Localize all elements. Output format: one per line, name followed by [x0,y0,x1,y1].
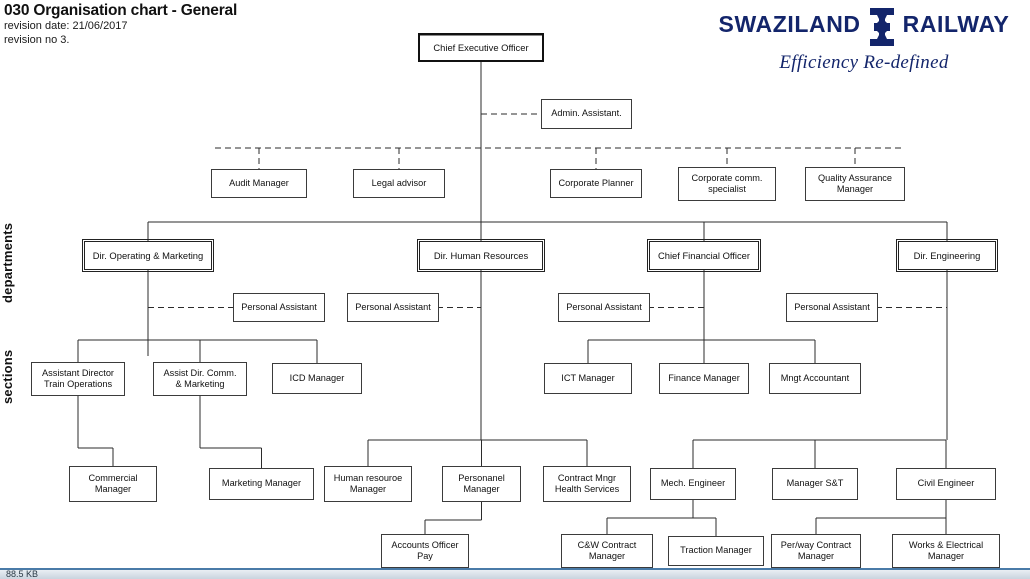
org-node-pa-hr[interactable]: Personal Assistant [347,293,439,322]
org-node-traction[interactable]: Traction Manager [668,536,764,566]
axis-label-sections: sections [0,349,15,405]
org-node-legal[interactable]: Legal advisor [353,169,445,198]
logo-word-right: RAILWAY [902,11,1010,37]
org-node-pa-fin[interactable]: Personal Assistant [558,293,650,322]
org-node-dir-om[interactable]: Dir. Operating & Marketing [82,239,214,272]
org-node-dir-hr[interactable]: Dir. Human Resources [417,239,545,272]
org-node-cfo[interactable]: Chief Financial Officer [647,239,761,272]
org-node-asst-comm[interactable]: Assist Dir. Comm. & Marketing [153,362,247,396]
org-node-personnel[interactable]: Personanel Manager [442,466,521,502]
org-node-asst-train[interactable]: Assistant Director Train Operations [31,362,125,396]
org-node-audit[interactable]: Audit Manager [211,169,307,198]
org-node-dir-eng[interactable]: Dir. Engineering [896,239,998,272]
page-title: 030 Organisation chart - General [4,2,238,19]
org-node-acc-pay[interactable]: Accounts Officer Pay [381,534,469,568]
org-node-hrm[interactable]: Human resouroe Manager [324,466,412,502]
logo-wordmark: SWAZILAND RAILWAY [704,3,1024,48]
org-node-qa[interactable]: Quality Assurance Manager [805,167,905,201]
org-node-perway[interactable]: Per/way Contract Manager [771,534,861,568]
org-node-civil[interactable]: Civil Engineer [896,468,996,500]
org-node-commercial[interactable]: Commercial Manager [69,466,157,502]
org-node-pa-eng[interactable]: Personal Assistant [786,293,878,322]
axis-label-departments: departments [0,222,15,304]
company-logo: SWAZILAND RAILWAY Efficiency Re-defined [704,3,1024,74]
org-node-mech[interactable]: Mech. Engineer [650,468,736,500]
org-node-ceo[interactable]: Chief Executive Officer [418,33,544,62]
org-node-admin[interactable]: Admin. Assistant. [541,99,632,129]
org-node-ict[interactable]: ICT Manager [544,363,632,394]
status-bar: 88.5 KB [0,568,1030,579]
file-size-status: 88.5 KB [6,569,39,579]
logo-word-left: SWAZILAND [718,11,861,37]
org-node-marketing[interactable]: Marketing Manager [209,468,314,500]
revision-date: revision date: 21/06/2017 [4,20,128,32]
org-node-planner[interactable]: Corporate Planner [550,169,642,198]
logo-tagline: Efficiency Re-defined [779,52,949,73]
org-node-cw[interactable]: C&W Contract Manager [561,534,653,568]
org-node-mgr-st[interactable]: Manager S&T [772,468,858,500]
rail-profile-icon [867,6,897,48]
org-node-finance[interactable]: Finance Manager [659,363,749,394]
org-node-corpcomm[interactable]: Corporate comm. specialist [678,167,776,201]
org-node-mngt-acc[interactable]: Mngt Accountant [769,363,861,394]
org-node-health[interactable]: Contract Mngr Health Services [543,466,631,502]
revision-number: revision no 3. [4,33,70,46]
title-block: 030 Organisation chart - General revisio… [4,2,424,47]
org-node-icd[interactable]: ICD Manager [272,363,362,394]
org-node-pa-om[interactable]: Personal Assistant [233,293,325,322]
org-node-works[interactable]: Works & Electrical Manager [892,534,1000,568]
